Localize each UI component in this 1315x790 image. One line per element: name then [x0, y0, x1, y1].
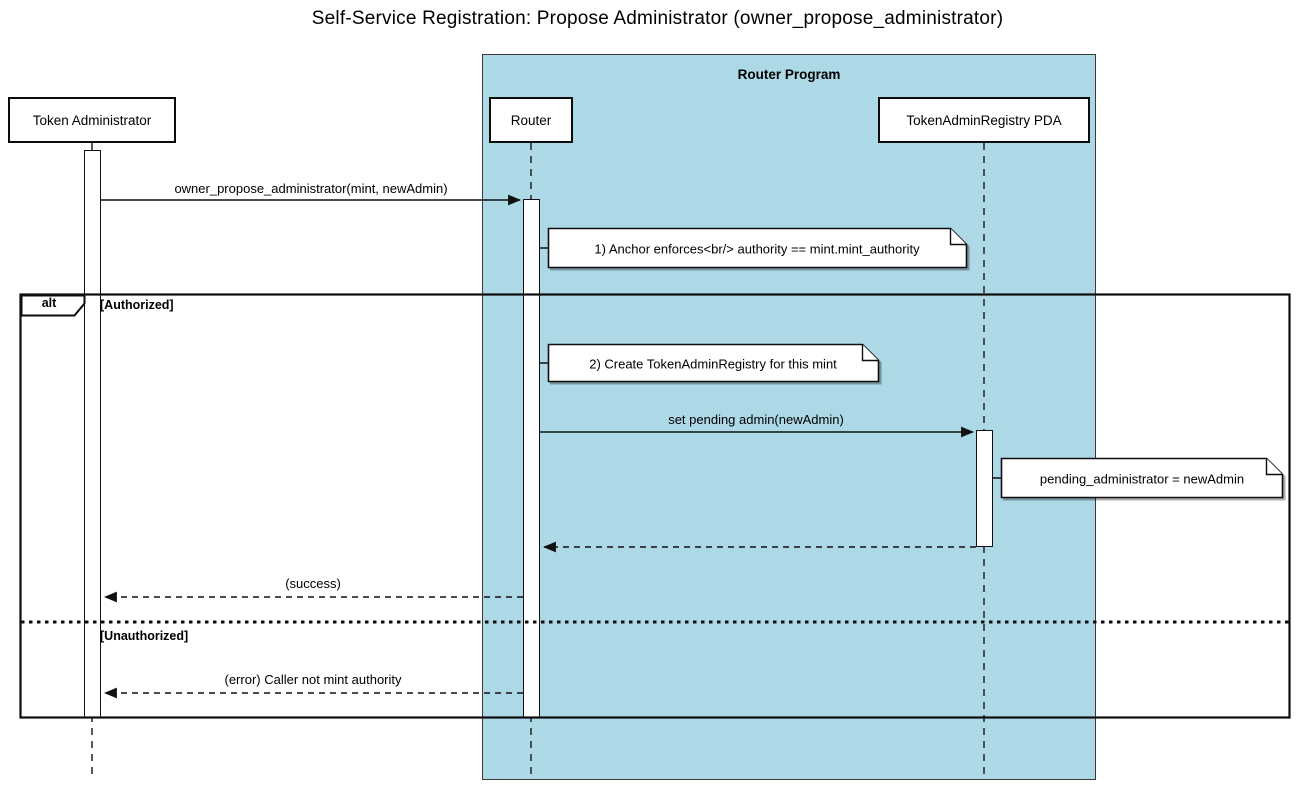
alt-label-pentagon: [20, 294, 86, 317]
activation-token-admin-registry-pda: [976, 430, 993, 547]
message-error-label: (error) Caller not mint authority: [224, 672, 402, 687]
alt-frame: [19, 293, 1291, 719]
participant-token-administrator-label: Token Administrator: [32, 112, 152, 128]
note3-shape: [1000, 457, 1284, 499]
router-program-container: [482, 54, 1096, 780]
message-propose-label: owner_propose_administrator(mint, newAdm…: [174, 181, 448, 196]
note3-text: pending_administrator = newAdmin: [1039, 471, 1245, 487]
alt-unauthorized-condition: [Unauthorized]: [100, 629, 189, 643]
note1-fold-icon: [949, 228, 967, 246]
participant-router: Router: [489, 97, 573, 143]
note2-fold-icon: [861, 344, 879, 362]
alt-authorized-condition: [Authorized]: [100, 298, 174, 312]
diagram-title: Self-Service Registration: Propose Admin…: [311, 8, 1004, 29]
note3-fold-icon: [1265, 458, 1283, 476]
router-program-label: Router Program: [737, 67, 841, 82]
participant-router-label: Router: [510, 112, 552, 128]
participant-token-administrator: Token Administrator: [8, 97, 176, 143]
participant-token-admin-registry-pda: TokenAdminRegistry PDA: [878, 97, 1090, 143]
message-set-pending-label: set pending admin(newAdmin): [668, 412, 844, 427]
note2-text: 2) Create TokenAdminRegistry for this mi…: [589, 356, 837, 372]
note1-shape: [547, 227, 968, 269]
note2-shape: [547, 343, 880, 383]
note1-text: 1) Anchor enforces<br/> authority == min…: [594, 241, 920, 257]
alt-operator-label: alt: [41, 296, 57, 310]
message-success-label: (success): [285, 576, 341, 591]
participant-token-admin-registry-pda-label: TokenAdminRegistry PDA: [906, 112, 1062, 128]
